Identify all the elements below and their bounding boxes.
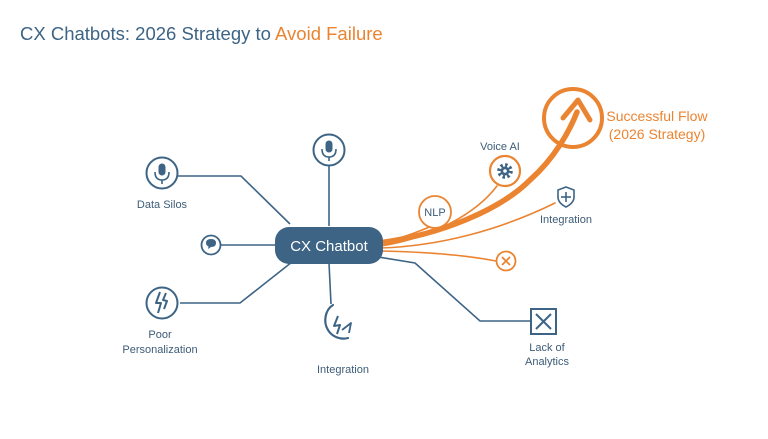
lack-of-analytics-label-line2: Analytics: [525, 356, 570, 368]
node-integration-right: Integration: [540, 186, 592, 226]
shield-plus-icon: [557, 186, 575, 208]
node-top-mic: [312, 133, 346, 167]
integration-right-label: Integration: [540, 214, 592, 226]
node-poor-personalization: Poor Personalization: [122, 286, 198, 356]
navy-connectors: [178, 165, 531, 322]
node-error: [495, 250, 517, 272]
success-arrow-head: [560, 97, 593, 123]
node-nlp: NLP: [418, 195, 452, 229]
node-voice-ai: Voice AI: [480, 141, 522, 188]
x-box-icon: [535, 313, 552, 330]
lightning-plug-icon: [324, 303, 352, 340]
node-chat: [200, 234, 222, 256]
node-lack-of-analytics: Lack of Analytics: [525, 308, 570, 368]
connector-data-silos: [178, 175, 291, 225]
broken-lightning-icon: [155, 291, 168, 314]
gear-icon: [497, 163, 513, 179]
microphone-icon: [154, 163, 170, 184]
node-integration-left: Integration: [317, 303, 369, 376]
nlp-circle: [418, 195, 452, 229]
title-part-highlight: Avoid Failure: [275, 23, 383, 44]
node-successful-flow: Successful Flow (2026 Strategy): [542, 87, 708, 149]
poor-personalization-label-line2: Personalization: [122, 344, 197, 356]
successful-flow-label-line2: (2026 Strategy): [609, 126, 706, 142]
microphone-icon: [321, 140, 337, 161]
connector-integration-right: [380, 202, 556, 249]
connector-error: [380, 250, 497, 262]
chat-bubble-icon: [206, 239, 216, 249]
lack-of-analytics-label-line1: Lack of: [529, 342, 565, 354]
title-part-main: CX Chatbots: 2026 Strategy to: [20, 23, 276, 44]
success-arrow-shaft: [375, 109, 580, 246]
analytics-box: [530, 308, 557, 335]
successful-flow-label-line1: Successful Flow: [606, 108, 708, 124]
node-data-silos: Data Silos: [137, 156, 188, 211]
page-title: CX Chatbots: 2026 Strategy to Avoid Fail…: [20, 22, 383, 46]
integration-left-label: Integration: [317, 364, 369, 376]
up-arrow-circle-icon: [542, 87, 604, 149]
hub-node: [275, 227, 383, 264]
connector-lack-of-analytics: [377, 256, 531, 322]
data-silos-label: Data Silos: [137, 199, 188, 211]
hub-label: CX Chatbot: [290, 238, 368, 255]
poor-personalization-label-line1: Poor: [148, 329, 172, 341]
connector-integration-left: [328, 262, 332, 305]
connector-poor-personalization: [180, 261, 293, 304]
nlp-label: NLP: [424, 207, 445, 219]
x-circle-icon: [501, 256, 511, 266]
voice-ai-label: Voice AI: [480, 141, 520, 153]
